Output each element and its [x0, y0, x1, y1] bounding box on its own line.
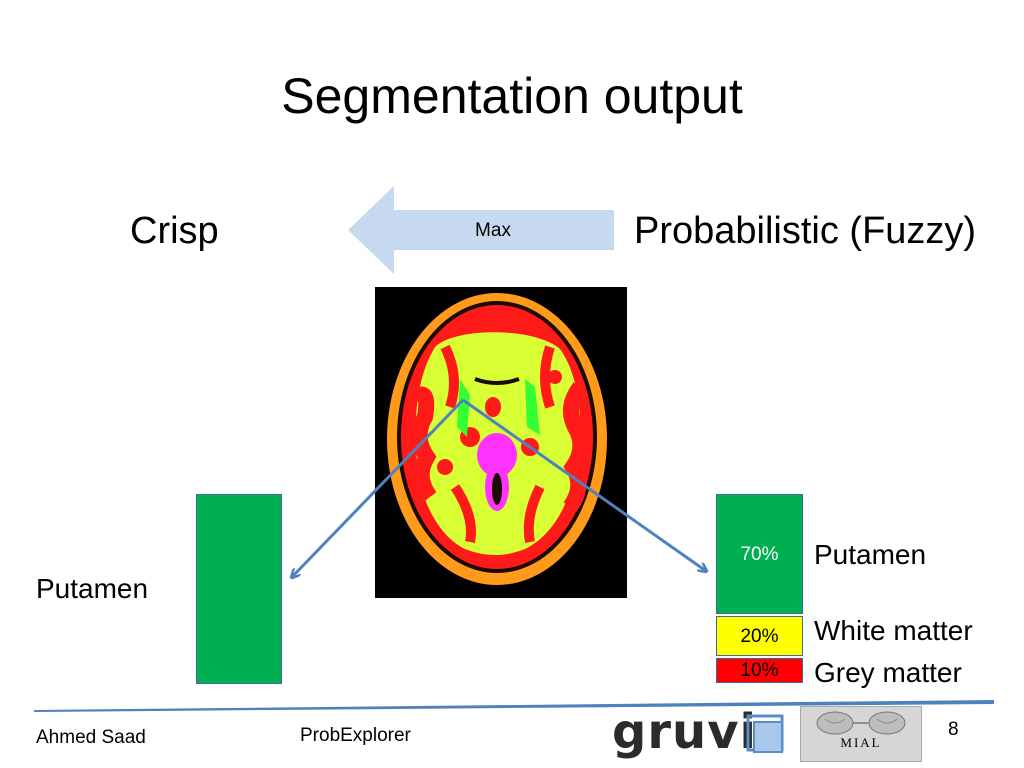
two-brains-icon [816, 711, 906, 735]
nested-squares-icon [746, 714, 784, 753]
segment-putamen: 70% [716, 494, 803, 614]
crisp-heading: Crisp [130, 210, 219, 252]
footer-rule [34, 700, 994, 712]
max-arrow-label: Max [475, 220, 511, 241]
crisp-putamen-bar [196, 494, 282, 684]
legend-white-matter: White matter [814, 615, 973, 646]
mial-logo: MIAL [800, 706, 922, 762]
page-number: 8 [948, 719, 959, 740]
max-arrow-shape [348, 186, 614, 274]
legend-putamen: Putamen [814, 539, 927, 570]
slide-title: Segmentation output [281, 68, 743, 124]
brain-segmentation-image [375, 287, 627, 598]
footer-author: Ahmed Saad [36, 727, 146, 748]
legend-grey-matter: Grey matter [814, 657, 962, 688]
segmented-brain-mri-icon [375, 287, 627, 598]
segment-grey-matter: 10% [716, 658, 803, 683]
footer-presentation-title: ProbExplorer [300, 725, 411, 746]
probabilistic-heading: Probabilistic (Fuzzy) [634, 210, 977, 252]
mial-logo-text: MIAL [840, 735, 882, 750]
segment-white-matter: 20% [716, 616, 803, 656]
gruvi-logo-text: gruvi [612, 704, 757, 760]
crisp-class-label: Putamen [36, 573, 149, 604]
